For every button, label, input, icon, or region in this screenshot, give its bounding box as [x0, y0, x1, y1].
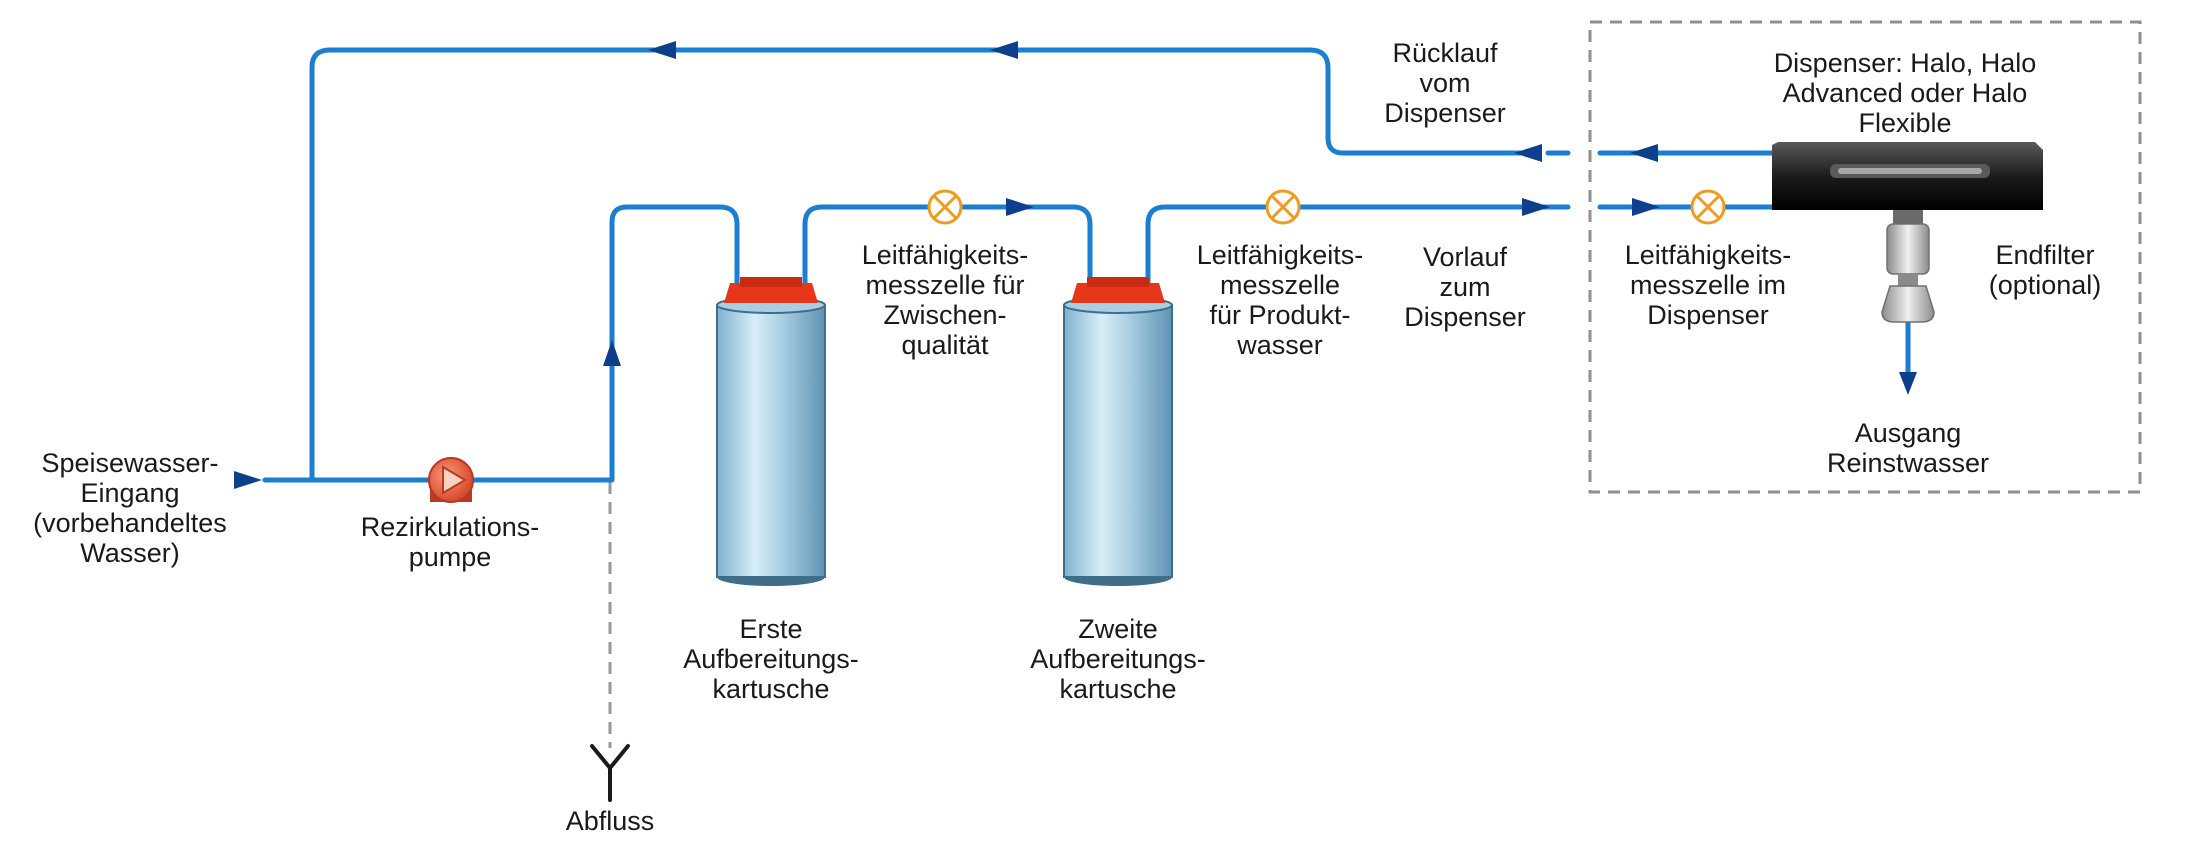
- cartridge-2-label: Zweite Aufbereitungs- kartusche: [1030, 614, 1206, 704]
- recirc-pump-label: Rezirkulations- pumpe: [360, 512, 540, 572]
- flow-arrow-icon: [1630, 144, 1658, 162]
- conductivity-sensor-icon: [927, 189, 963, 225]
- return-label: Rücklauf vom Dispenser: [1384, 38, 1506, 128]
- conductivity-sensor-icon: [1690, 189, 1726, 225]
- cell-dispenser-label: Leitfähigkeits- messzelle im Dispenser: [1624, 240, 1792, 330]
- cell-product-label: Leitfähigkeits- messzelle für Produkt- w…: [1196, 240, 1364, 360]
- recirc-pipe: [309, 47, 1533, 483]
- final-filter-label: Endfilter (optional): [1988, 240, 2102, 300]
- conductivity-sensor-icon: [1265, 189, 1301, 225]
- pump-icon: [428, 457, 474, 503]
- flow-arrow-icon: [1899, 372, 1917, 395]
- flow-arrow-icon: [1522, 198, 1550, 216]
- cartridge-icon: [1063, 277, 1173, 586]
- cell-intermediate-label: Leitfähigkeits- messzelle für Zwischen- …: [861, 240, 1029, 360]
- drain-icon: [590, 744, 630, 802]
- supply-label: Vorlauf zum Dispenser: [1404, 242, 1526, 332]
- feed-inlet-label: Speisewasser- Eingang (vorbehandeltes Wa…: [33, 448, 227, 568]
- flow-arrow-icon: [648, 41, 676, 59]
- final-filter-icon: [1881, 210, 1935, 323]
- feed-pipe: [262, 204, 740, 483]
- outlet-label: Ausgang Reinstwasser: [1826, 418, 1990, 478]
- drain-label: Abfluss: [565, 806, 655, 836]
- flow-arrow-icon: [234, 471, 262, 489]
- dispenser-icon: [1772, 142, 2043, 210]
- dispenser-label: Dispenser: Halo, Halo Advanced oder Halo…: [1773, 48, 2037, 138]
- flow-arrow-icon: [603, 340, 621, 366]
- flow-arrow-icon: [1006, 198, 1034, 216]
- cartridge-icon: [716, 277, 826, 586]
- flow-arrow-icon: [990, 41, 1018, 59]
- cartridge-1-label: Erste Aufbereitungs- kartusche: [683, 614, 859, 704]
- flow-arrow-icon: [1514, 144, 1542, 162]
- dispenser-boundary: [1588, 20, 2142, 494]
- product-pipe: [1145, 204, 1558, 291]
- flow-arrow-icon: [1632, 198, 1660, 216]
